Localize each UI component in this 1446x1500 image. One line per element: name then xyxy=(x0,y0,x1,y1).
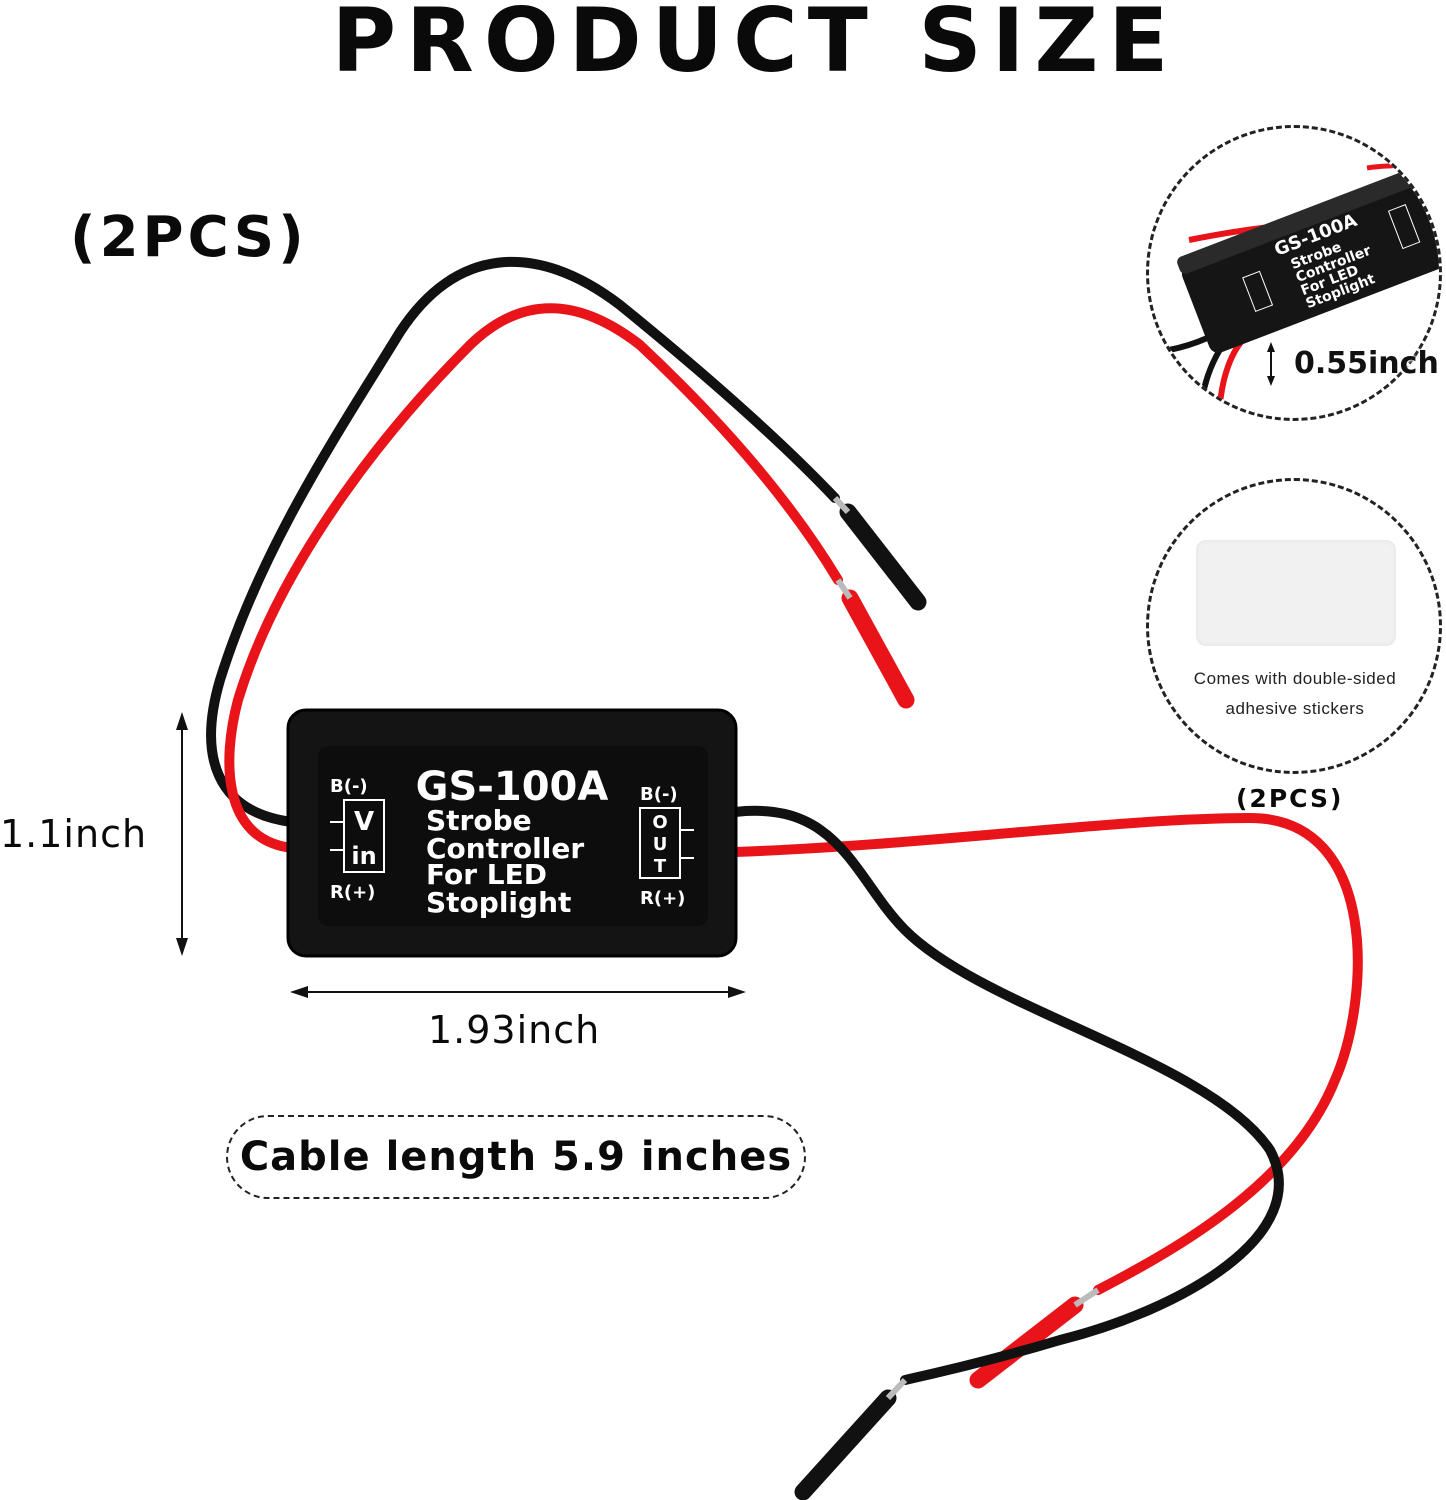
quantity-label: (2PCS) xyxy=(70,205,308,270)
sticker-caption-line-1: Comes with double-sided xyxy=(1193,669,1397,688)
left-red-wire xyxy=(224,303,843,853)
input-port-bottom: R(+) xyxy=(330,882,375,903)
input-port-letter-v: V xyxy=(354,807,374,837)
module-desc-line-4: Stoplight xyxy=(426,886,571,919)
input-port-top: B(-) xyxy=(330,776,368,797)
thickness-dimension-label: 0.55inch xyxy=(1294,346,1439,381)
side-view-illustration: GS-100A Strobe Controller For LED Stopli… xyxy=(1168,156,1439,418)
sticker-quantity-label: (2PCS) xyxy=(1236,784,1344,813)
output-port-letter-o: O xyxy=(652,812,667,833)
width-dimension-label: 1.93inch xyxy=(428,1008,601,1052)
height-dimension-label: 1.1inch xyxy=(0,812,148,856)
module-model-text: GS-100A xyxy=(416,764,609,810)
right-red-wire xyxy=(730,812,1363,1295)
sticker-caption-line-2: adhesive stickers xyxy=(1225,699,1365,718)
page-title: PRODUCT SIZE xyxy=(331,0,1179,92)
left-red-wire-tip xyxy=(841,589,915,709)
output-port-bottom: R(+) xyxy=(640,888,685,909)
input-port-letter-in: in xyxy=(351,842,376,870)
left-black-wire-tip xyxy=(839,503,927,611)
output-port-top: B(-) xyxy=(640,784,678,805)
output-port-letter-u: U xyxy=(653,834,668,855)
right-black-wire xyxy=(730,805,1284,1385)
cable-length-badge: Cable length 5.9 inches xyxy=(226,1115,806,1199)
height-arrow xyxy=(176,712,188,956)
side-view-detail-circle: GS-100A Strobe Controller For LED Stopli… xyxy=(1146,125,1442,421)
sticker-caption: Comes with double-sided adhesive sticker… xyxy=(1150,664,1440,724)
adhesive-sticker xyxy=(1196,540,1396,646)
right-black-wire-tip xyxy=(794,1389,897,1500)
module-desc-line-2: Controller xyxy=(426,832,584,865)
right-red-wire-tip xyxy=(969,1296,1084,1389)
module-desc-line-3: For LED xyxy=(426,858,547,891)
left-black-wire xyxy=(206,257,840,827)
cable-length-text: Cable length 5.9 inches xyxy=(239,1134,793,1180)
module-desc-line-1: Strobe xyxy=(426,804,532,837)
width-arrow xyxy=(290,986,746,998)
output-port-letter-t: T xyxy=(654,856,667,877)
